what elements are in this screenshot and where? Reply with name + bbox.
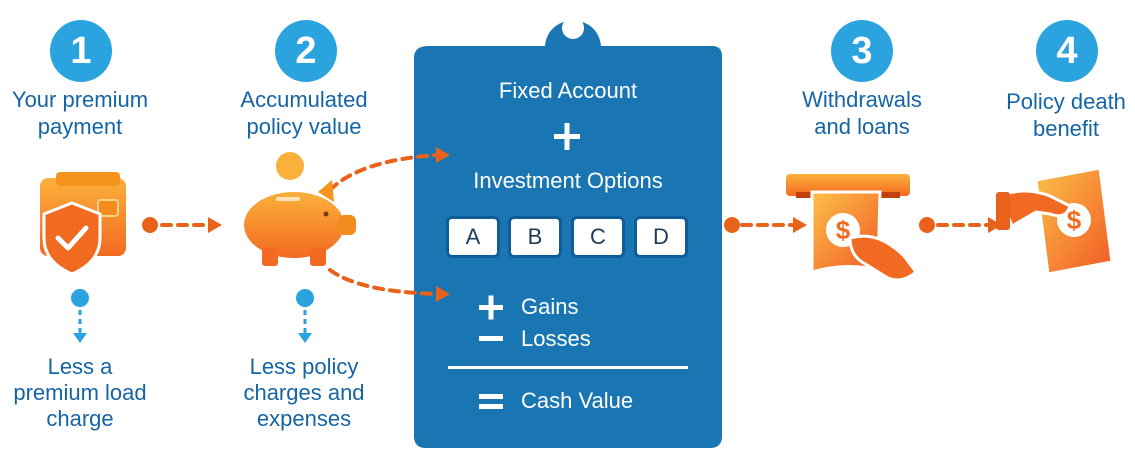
dollar-icon: $ — [836, 215, 851, 245]
wallet-shield-icon — [40, 172, 126, 276]
flow-arrows — [160, 153, 992, 296]
step-3-circle: 3 — [831, 20, 893, 82]
step-2-circle: 2 — [275, 20, 337, 82]
investment-option-c: C — [571, 216, 625, 258]
step-4-circle: 4 — [1036, 20, 1098, 82]
cash-value-label: Cash Value — [521, 388, 634, 413]
losses-minus-icon — [479, 336, 503, 341]
piggy-bank-icon — [244, 152, 356, 266]
panel-divider — [448, 366, 688, 369]
deduction-arrows — [71, 289, 314, 343]
investment-option-d: D — [634, 216, 688, 258]
premium-load-charge-label: Less a premium load charge — [13, 354, 147, 431]
investment-options-label: Investment Options — [473, 168, 663, 193]
investment-option-a: A — [446, 216, 500, 258]
arrow-2-to-gains — [328, 268, 440, 296]
death-benefit-money-icon: $ — [996, 166, 1114, 276]
svg-text:$: $ — [1067, 205, 1082, 235]
step-2-label: Accumulated policy value — [240, 87, 368, 139]
equals-icon — [479, 394, 503, 399]
fixed-account-label: Fixed Account — [498, 78, 638, 103]
losses-label: Losses — [521, 326, 591, 351]
step-1-label: Your premium payment — [11, 87, 149, 139]
gains-label: Gains — [521, 294, 579, 319]
arrow-2-to-fixed — [328, 153, 440, 192]
step-4-label: Policy death benefit — [1006, 89, 1126, 141]
policy-charges-label: Less policy charges and expenses — [243, 354, 365, 431]
investment-option-b: B — [508, 216, 562, 258]
account-panel — [414, 17, 722, 448]
atm-withdrawal-icon: $ — [786, 174, 919, 282]
step-3-label: Withdrawals and loans — [802, 87, 922, 139]
step-1-circle: 1 — [50, 20, 112, 82]
